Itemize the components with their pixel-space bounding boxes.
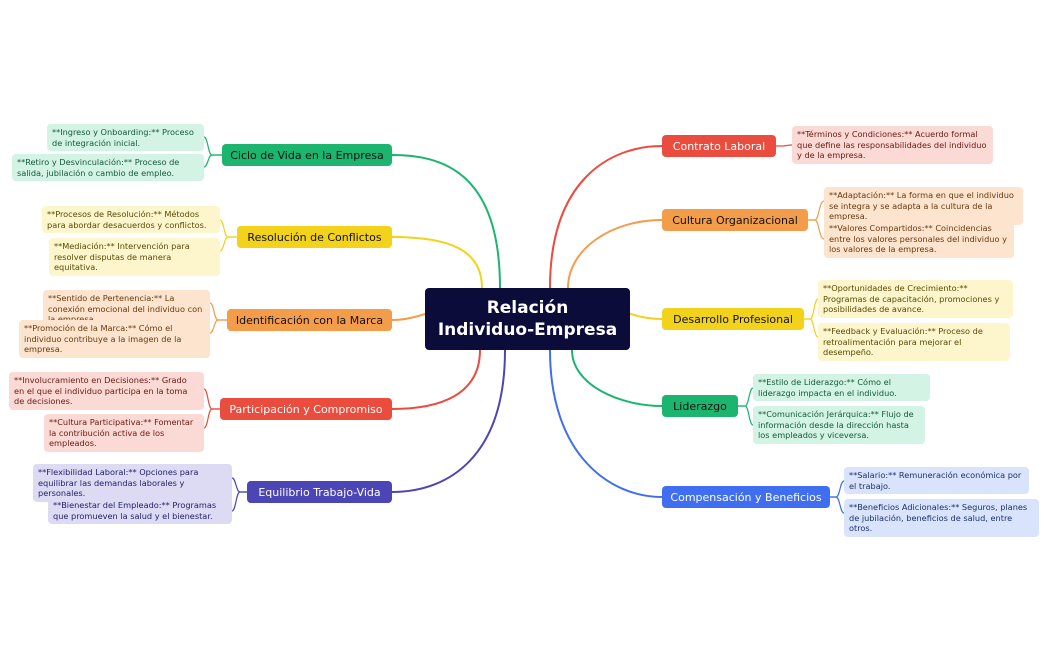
- branch-ciclo-de-vida[interactable]: Ciclo de Vida en la Empresa: [222, 144, 392, 166]
- branch-desarrollo-profesional[interactable]: Desarrollo Profesional: [662, 308, 804, 330]
- leaf-mediacion[interactable]: **Mediación:** Intervención para resolve…: [49, 238, 220, 276]
- leaf-ingreso-onboarding[interactable]: **Ingreso y Onboarding:** Proceso de int…: [47, 124, 204, 151]
- leaf-cultura-participativa[interactable]: **Cultura Participativa:** Fomentar la c…: [44, 414, 204, 452]
- leaf-involucramiento-decisiones[interactable]: **Involucramiento en Decisiones:** Grado…: [9, 372, 204, 410]
- leaf-estilo-liderazgo[interactable]: **Estilo de Liderazgo:** Cómo el lideraz…: [753, 374, 930, 401]
- branch-contrato-laboral[interactable]: Contrato Laboral: [662, 135, 776, 157]
- central-topic[interactable]: Relación Individuo-Empresa: [425, 288, 630, 350]
- branch-compensacion-beneficios[interactable]: Compensación y Beneficios: [662, 486, 830, 508]
- leaf-comunicacion-jerarquica[interactable]: **Comunicación Jerárquica:** Flujo de in…: [753, 406, 925, 444]
- leaf-retiro-desvinculacion[interactable]: **Retiro y Desvinculación:** Proceso de …: [12, 154, 204, 181]
- leaf-salario[interactable]: **Salario:** Remuneración económica por …: [844, 467, 1029, 494]
- leaf-flexibilidad-laboral[interactable]: **Flexibilidad Laboral:** Opciones para …: [33, 464, 232, 502]
- leaf-oportunidades-crecimiento[interactable]: **Oportunidades de Crecimiento:** Progra…: [818, 280, 1013, 318]
- leaf-feedback-evaluacion[interactable]: **Feedback y Evaluación:** Proceso de re…: [818, 323, 1010, 361]
- leaf-valores-compartidos[interactable]: **Valores Compartidos:** Coincidencias e…: [824, 220, 1014, 258]
- leaf-procesos-resolucion[interactable]: **Procesos de Resolución:** Métodos para…: [42, 206, 220, 233]
- leaf-promocion-marca[interactable]: **Promoción de la Marca:** Cómo el indiv…: [19, 320, 210, 358]
- branch-participacion-compromiso[interactable]: Participación y Compromiso: [220, 398, 392, 420]
- branch-cultura-organizacional[interactable]: Cultura Organizacional: [662, 209, 808, 231]
- leaf-adaptacion[interactable]: **Adaptación:** La forma en que el indiv…: [824, 187, 1023, 225]
- leaf-beneficios-adicionales[interactable]: **Beneficios Adicionales:** Seguros, pla…: [844, 499, 1039, 537]
- branch-equilibrio-trabajo-vida[interactable]: Equilibrio Trabajo-Vida: [247, 481, 392, 503]
- leaf-bienestar-empleado[interactable]: **Bienestar del Empleado:** Programas qu…: [48, 497, 232, 524]
- branch-liderazgo[interactable]: Liderazgo: [662, 395, 738, 417]
- branch-identificacion-marca[interactable]: Identificación con la Marca: [227, 309, 392, 331]
- branch-resolucion-conflictos[interactable]: Resolución de Conflictos: [237, 226, 392, 248]
- leaf-terminos-condiciones[interactable]: **Términos y Condiciones:** Acuerdo form…: [792, 126, 993, 164]
